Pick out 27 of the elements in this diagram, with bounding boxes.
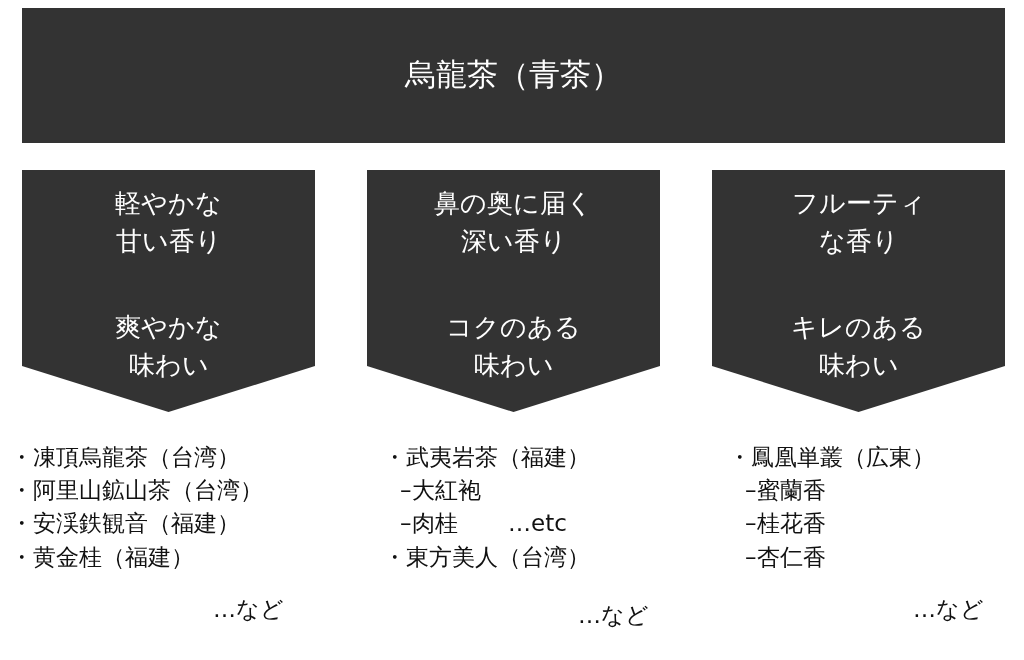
node-text: キレのある味わい — [790, 311, 927, 382]
node-text: コクのある味わい — [445, 311, 582, 382]
list-item: ・武夷岩茶（福建） — [383, 444, 590, 472]
list-item: ・鳳凰単叢（広東） — [728, 444, 935, 472]
list-item: –蜜蘭香 — [745, 477, 826, 505]
list-item: ・凍頂烏龍茶（台湾） — [10, 444, 240, 472]
list-item: ・阿里山鉱山茶（台湾） — [10, 477, 263, 505]
list-item: –大紅袍 — [400, 477, 481, 505]
node-text: 鼻の奥に届く深い香り — [433, 187, 594, 258]
chevron-shape — [712, 170, 1005, 412]
list-item: …など — [913, 596, 984, 624]
list-item: …etc — [508, 510, 567, 538]
list-item: –杏仁香 — [745, 544, 826, 572]
list-item: ・黄金桂（福建） — [10, 544, 194, 572]
header-box — [22, 8, 1005, 143]
list-item: –桂花香 — [745, 510, 826, 538]
node-text: 爽やかな味わい — [114, 311, 223, 382]
list-item: …など — [213, 596, 284, 624]
chevron-shape — [22, 170, 315, 412]
title-text: 烏龍茶（青茶） — [403, 55, 623, 94]
list-item: –肉桂 — [400, 510, 458, 538]
node-text: フルーティな香り — [790, 187, 927, 258]
node-text: 軽やかな甘い香り — [114, 187, 223, 258]
list-item: ・東方美人（台湾） — [383, 544, 590, 572]
list-item: ・安渓鉄観音（福建） — [10, 510, 240, 538]
list-item: …など — [578, 602, 649, 630]
chevron-shape — [367, 170, 660, 412]
